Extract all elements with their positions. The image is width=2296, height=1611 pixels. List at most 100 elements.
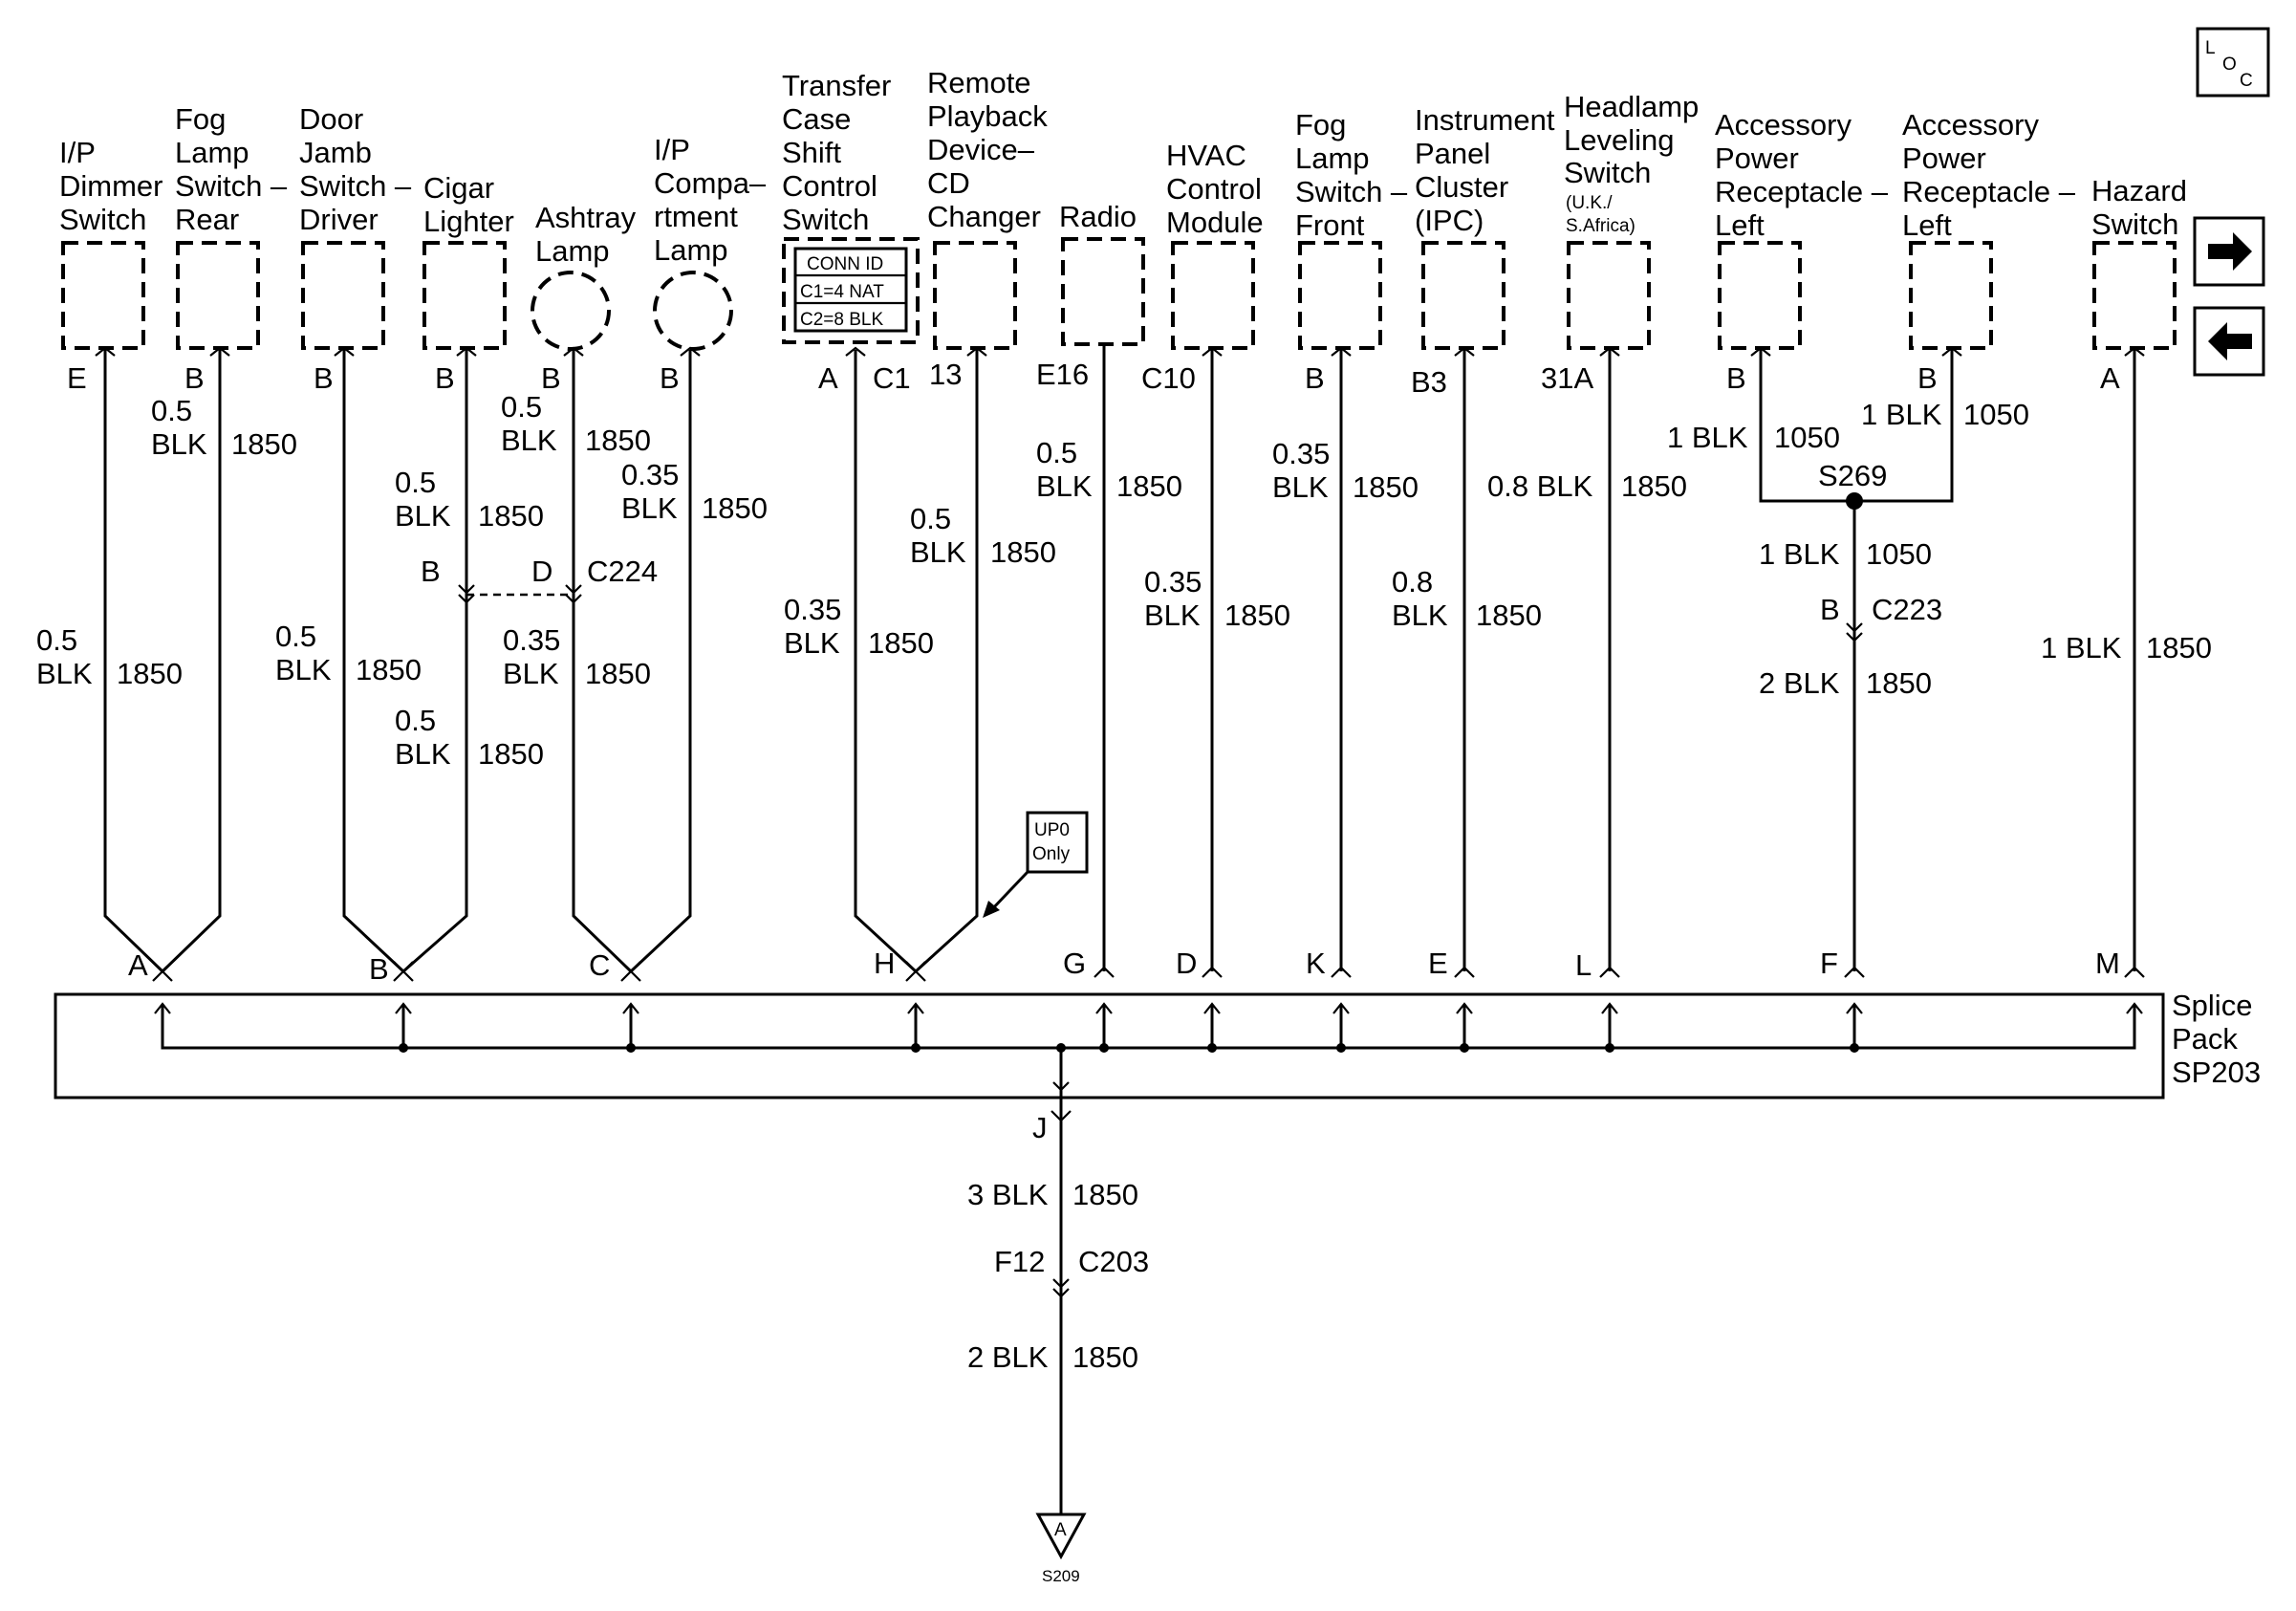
- svg-text:C2=8 BLK: C2=8 BLK: [800, 310, 883, 330]
- svg-text:B: B: [184, 361, 205, 395]
- svg-text:3 BLK: 3 BLK: [967, 1178, 1049, 1211]
- svg-text:S209: S209: [1042, 1567, 1080, 1585]
- svg-text:2 BLK: 2 BLK: [1759, 666, 1840, 700]
- svg-text:0.8 BLK: 0.8 BLK: [1487, 469, 1593, 503]
- svg-text:D: D: [531, 555, 552, 588]
- svg-text:F: F: [1820, 947, 1838, 980]
- svg-text:F12: F12: [994, 1245, 1045, 1278]
- label-door-jamb-switch: Door Jamb Switch – Driver: [299, 102, 420, 236]
- fog-rear-switch-box: [176, 241, 260, 350]
- svg-text:1850: 1850: [585, 657, 651, 690]
- svg-text:1 BLK: 1 BLK: [2041, 631, 2122, 664]
- svg-text:1 BLK: 1 BLK: [1861, 398, 1942, 431]
- accessory-2-box: [1909, 241, 1993, 350]
- svg-text:2 BLK: 2 BLK: [967, 1340, 1049, 1374]
- compartment-lamp-icon: [653, 271, 733, 351]
- connector-labels: B D C224 B C223 F12 C203: [421, 555, 1942, 1278]
- svg-text:1850: 1850: [868, 626, 934, 660]
- svg-text:1850: 1850: [478, 499, 544, 533]
- svg-text:CONN ID: CONN ID: [807, 254, 883, 274]
- svg-text:1850: 1850: [1476, 599, 1542, 632]
- svg-text:1850: 1850: [117, 657, 183, 690]
- svg-text:B: B: [660, 361, 680, 395]
- label-headlamp-leveling-switch: Headlamp Leveling Switch: [1564, 90, 1707, 189]
- svg-text:C224: C224: [587, 555, 658, 588]
- svg-text:B: B: [369, 952, 389, 986]
- svg-text:1850: 1850: [1072, 1340, 1138, 1374]
- hvac-module-box: [1171, 241, 1255, 350]
- label-accessory-receptacle-1: Accessory Power Receptacle – Left: [1715, 108, 1896, 242]
- svg-text:1 BLK: 1 BLK: [1667, 421, 1748, 454]
- accessory-1-box: [1718, 241, 1802, 350]
- label-transfer-case-switch: Transfer Case Shift Control Switch: [782, 69, 899, 236]
- headlamp-leveling-box: [1567, 241, 1651, 350]
- label-remote-playback-device: Remote Playback Device– CD Changer: [927, 66, 1055, 233]
- remote-playback-box: [933, 241, 1017, 350]
- wire-dimmer: [103, 350, 164, 973]
- svg-text:E: E: [1428, 947, 1448, 980]
- label-fog-lamp-switch-rear: Fog Lamp Switch – Rear: [175, 102, 295, 236]
- label-compartment-lamp: I/P Compa– rtment Lamp: [654, 133, 774, 267]
- next-page-button[interactable]: [2193, 216, 2265, 287]
- wire-door-jamb: [342, 350, 405, 973]
- ground-s209: A S209: [1035, 1513, 1087, 1585]
- wire-transfer-case: [854, 350, 918, 973]
- ipc-box: [1421, 241, 1505, 350]
- label-radio: Radio: [1059, 200, 1137, 233]
- label-headlamp-region: (U.K./ S.Africa): [1566, 193, 1635, 236]
- door-jamb-switch-box: [301, 241, 385, 350]
- svg-text:C223: C223: [1872, 593, 1942, 626]
- svg-text:B: B: [435, 361, 455, 395]
- svg-text:A: A: [1054, 1520, 1067, 1540]
- wire-remote-playback: [914, 350, 979, 973]
- svg-text:S269: S269: [1818, 459, 1887, 492]
- svg-text:1850: 1850: [1116, 469, 1182, 503]
- svg-text:B: B: [1917, 361, 1938, 395]
- svg-text:1850: 1850: [478, 737, 544, 771]
- wire-ashtray: [572, 350, 633, 973]
- svg-text:B: B: [314, 361, 334, 395]
- up0-only-note: UP0 Only: [983, 811, 1089, 918]
- ashtray-lamp-icon: [531, 271, 611, 351]
- svg-text:C10: C10: [1141, 361, 1196, 395]
- svg-text:1050: 1050: [1866, 537, 1932, 571]
- svg-text:J: J: [1032, 1111, 1048, 1144]
- svg-text:UP0: UP0: [1034, 820, 1070, 840]
- svg-text:Only: Only: [1032, 844, 1071, 864]
- svg-text:A: A: [2100, 361, 2120, 395]
- svg-text:1850: 1850: [1072, 1178, 1138, 1211]
- svg-text:C1: C1: [873, 361, 911, 395]
- svg-text:1850: 1850: [990, 535, 1056, 569]
- svg-text:C: C: [2240, 71, 2253, 91]
- svg-text:B3: B3: [1411, 365, 1447, 399]
- location-icon[interactable]: L O C: [2196, 27, 2270, 98]
- splice-s269-dot: [1846, 492, 1863, 510]
- svg-text:1850: 1850: [2146, 631, 2212, 664]
- svg-text:A: A: [128, 948, 148, 982]
- svg-text:1850: 1850: [1224, 599, 1290, 632]
- svg-text:13: 13: [929, 358, 962, 391]
- wire-fog-rear: [161, 350, 222, 973]
- svg-text:L: L: [2205, 38, 2216, 58]
- svg-text:1050: 1050: [1963, 398, 2029, 431]
- previous-page-button[interactable]: [2193, 306, 2265, 377]
- terminal-arrows: [95, 346, 2145, 1298]
- svg-text:A: A: [818, 361, 838, 395]
- wire-compartment: [629, 350, 692, 973]
- svg-text:L: L: [1575, 948, 1592, 982]
- arrow-left-icon: [2208, 322, 2252, 360]
- dimmer-switch-box: [61, 241, 145, 350]
- ground-triangle-icon: [1035, 1513, 1087, 1560]
- svg-text:B: B: [541, 361, 561, 395]
- svg-text:M: M: [2095, 947, 2120, 980]
- label-cigar-lighter: Cigar Lighter: [423, 171, 514, 238]
